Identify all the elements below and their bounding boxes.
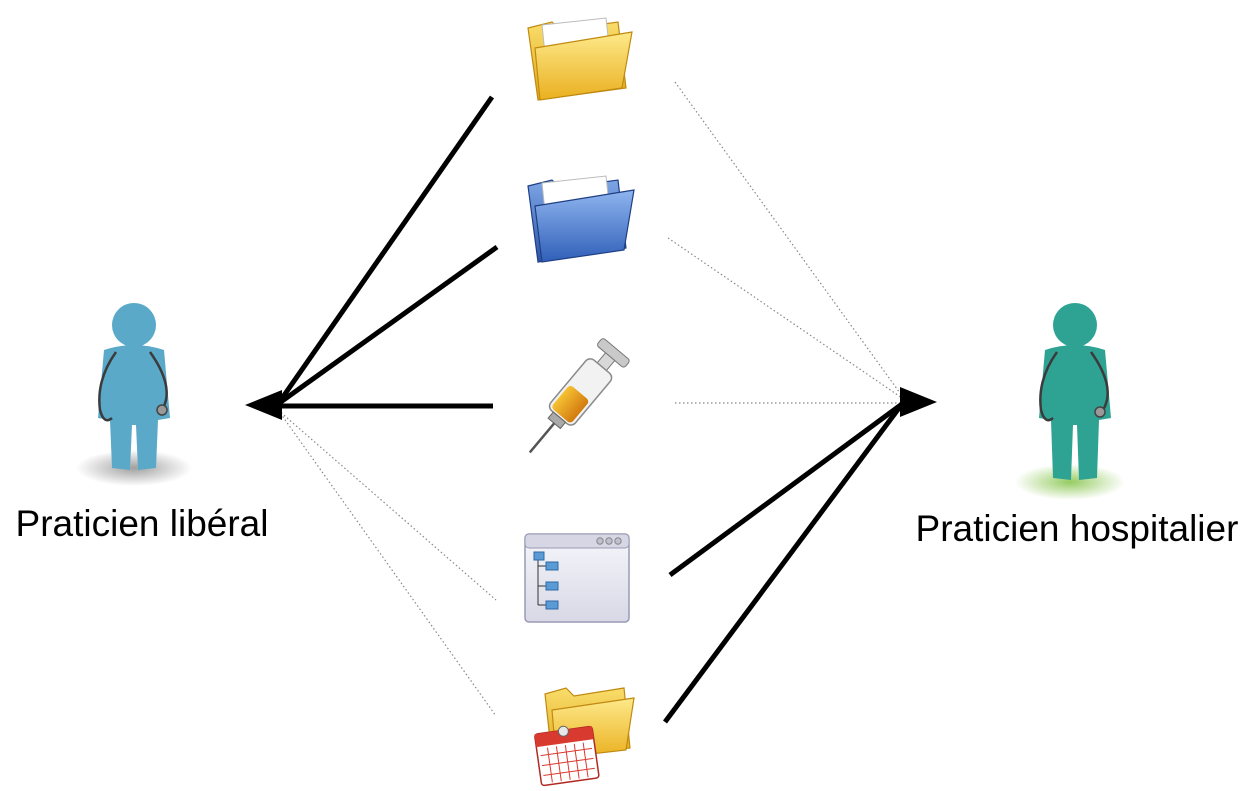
faint-link	[277, 409, 497, 601]
right-actor	[1015, 303, 1125, 500]
arrow-line	[276, 244, 499, 407]
arrow-line	[662, 402, 905, 724]
arrow-line	[275, 95, 495, 406]
faint-link	[667, 237, 906, 401]
actor-shadow	[1015, 464, 1125, 500]
left-actor-label: Praticien libéral	[16, 503, 269, 544]
faint-link	[277, 409, 497, 717]
faint-links	[277, 81, 906, 717]
arrows-to-right	[662, 401, 905, 724]
arrows-to-left	[275, 95, 499, 409]
yellow-folder-icon	[527, 17, 633, 101]
left-actor	[76, 303, 192, 486]
calendar-folder-icon	[534, 687, 635, 787]
file-browser-window-icon	[524, 533, 630, 623]
calendar-icon	[534, 725, 600, 787]
arrow-line	[668, 401, 904, 578]
blue-folder-icon	[527, 175, 635, 263]
arrowhead-left	[245, 390, 282, 420]
actor-shadow	[76, 450, 192, 486]
doctor-stethoscope-icon	[98, 303, 170, 470]
syringe-icon	[528, 338, 630, 454]
doctor-stethoscope-icon	[1039, 303, 1111, 480]
faint-link	[674, 81, 906, 401]
arrowhead-right	[900, 387, 937, 417]
right-actor-label: Praticien hospitalier	[916, 508, 1239, 549]
